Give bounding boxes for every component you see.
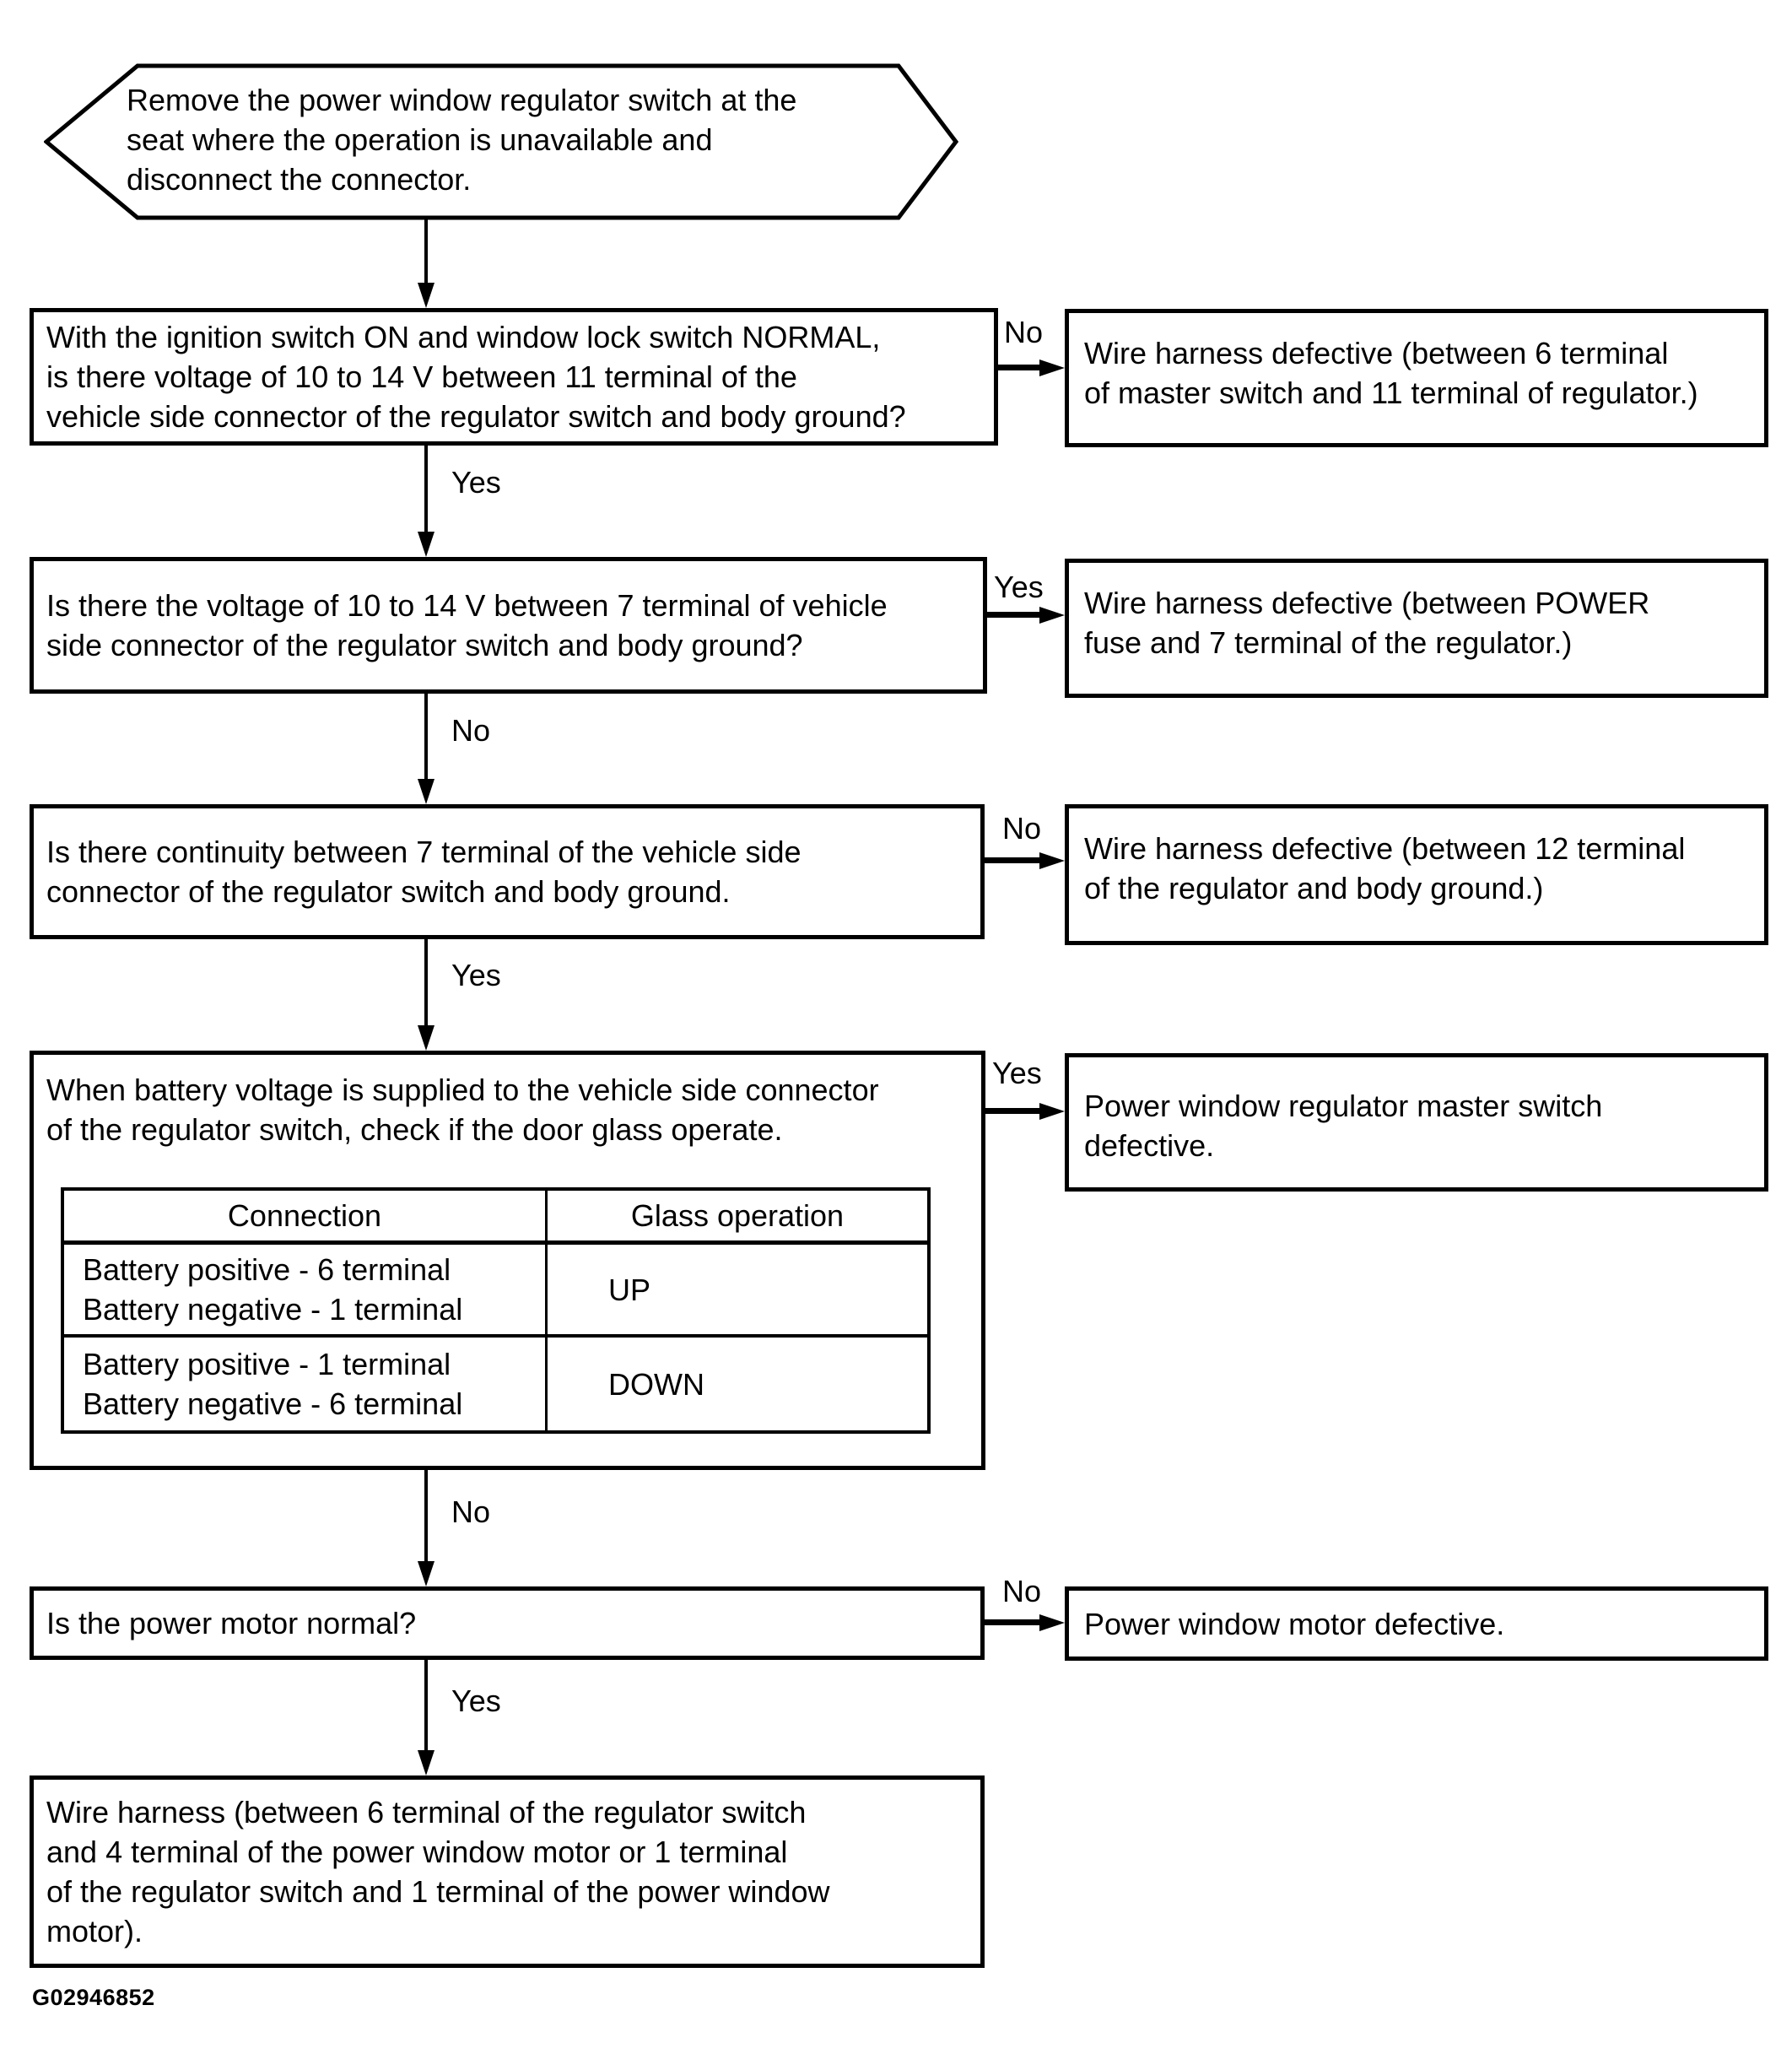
question-3-line: connector of the regulator switch and bo… <box>46 874 731 909</box>
figure-code: G02946852 <box>32 1985 155 2010</box>
question-box-4: When battery voltage is supplied to the … <box>30 1051 985 1470</box>
question-1-line: With the ignition switch ON and window l… <box>46 320 881 354</box>
table-cell-connection-row-2: Battery positive - 1 terminal Battery ne… <box>64 1338 548 1430</box>
start-text: Remove the power window regulator switch… <box>127 80 796 199</box>
connector-q4-to-q5 <box>424 1470 428 1565</box>
connector-q5-to-final <box>424 1660 428 1754</box>
side-label-q3: No <box>1002 811 1042 846</box>
arrowhead-start-to-q1 <box>418 283 435 308</box>
final-line: motor). <box>46 1914 143 1948</box>
connector-q5-to-r5 <box>985 1619 1039 1625</box>
side-label-q1: No <box>1004 315 1044 349</box>
arrowhead-q3-to-q4 <box>418 1025 435 1051</box>
start-hexagon-shape <box>44 63 959 220</box>
arrowhead-q1-to-q2 <box>418 532 435 557</box>
arrowhead-q1-to-r1 <box>1039 359 1065 376</box>
start-text-line: Remove the power window regulator switch… <box>127 83 797 117</box>
side-label-q5: No <box>1002 1574 1042 1608</box>
arrowhead-q4-to-r4 <box>1039 1103 1065 1120</box>
result-1-line: of master switch and 11 terminal of regu… <box>1084 376 1698 410</box>
down-label-q1: Yes <box>451 465 501 500</box>
result-box-4: Power window regulator master switch def… <box>1065 1053 1768 1192</box>
connector-start-to-q1 <box>424 216 428 286</box>
connection-table: Connection Glass operation Battery posit… <box>61 1187 931 1434</box>
connector-q2-to-q3 <box>424 694 428 782</box>
arrowhead-q2-to-r2 <box>1039 607 1065 624</box>
result-box-5: Power window motor defective. <box>1065 1586 1768 1661</box>
question-2-line: Is there the voltage of 10 to 14 V betwe… <box>46 588 888 623</box>
connection-line: Battery negative - 1 terminal <box>83 1292 463 1327</box>
result-3-line: of the regulator and body ground.) <box>1084 871 1544 905</box>
start-text-line: seat where the operation is unavailable … <box>127 122 713 157</box>
table-header-glass-operation: Glass operation <box>548 1191 927 1245</box>
down-label-q5: Yes <box>451 1684 501 1718</box>
question-1-line: is there voltage of 10 to 14 V between 1… <box>46 359 797 394</box>
connector-q3-to-q4 <box>424 939 428 1029</box>
result-box-1: Wire harness defective (between 6 termin… <box>1065 309 1768 447</box>
question-3-line: Is there continuity between 7 terminal o… <box>46 835 802 869</box>
arrowhead-q5-to-r5 <box>1039 1614 1065 1631</box>
result-5-line: Power window motor defective. <box>1084 1606 1505 1641</box>
question-box-3: Is there continuity between 7 terminal o… <box>30 804 985 939</box>
connection-line: Battery positive - 6 terminal <box>83 1252 451 1287</box>
down-label-q3: Yes <box>451 958 501 992</box>
final-line: of the regulator switch and 1 terminal o… <box>46 1874 830 1909</box>
side-label-q4: Yes <box>992 1056 1042 1090</box>
table-cell-operation-row-2: DOWN <box>608 1366 704 1402</box>
question-1-line: vehicle side connector of the regulator … <box>46 399 906 434</box>
arrowhead-q3-to-r3 <box>1039 852 1065 869</box>
result-2-line: fuse and 7 terminal of the regulator.) <box>1084 625 1573 660</box>
result-box-3: Wire harness defective (between 12 termi… <box>1065 804 1768 945</box>
connection-line: Battery negative - 6 terminal <box>83 1386 463 1421</box>
table-cell-connection-row-1: Battery positive - 6 terminal Battery ne… <box>64 1245 548 1338</box>
question-4-line: When battery voltage is supplied to the … <box>46 1073 879 1107</box>
arrowhead-q5-to-final <box>418 1750 435 1775</box>
table-header-connection: Connection <box>64 1191 548 1245</box>
connector-q3-to-r3 <box>985 857 1039 863</box>
final-box: Wire harness (between 6 terminal of the … <box>30 1775 985 1968</box>
final-line: and 4 terminal of the power window motor… <box>46 1835 788 1869</box>
question-5-line: Is the power motor normal? <box>46 1606 417 1640</box>
side-label-q2: Yes <box>994 570 1044 604</box>
question-box-2: Is there the voltage of 10 to 14 V betwe… <box>30 557 987 694</box>
question-box-1: With the ignition switch ON and window l… <box>30 308 998 446</box>
result-4-line: Power window regulator master switch <box>1084 1089 1603 1123</box>
connector-q2-to-r2 <box>987 612 1039 618</box>
connector-q4-to-r4 <box>985 1108 1039 1114</box>
question-4-line: of the regulator switch, check if the do… <box>46 1112 783 1147</box>
table-cell-operation-row-1: UP <box>548 1245 927 1338</box>
question-2-line: side connector of the regulator switch a… <box>46 628 803 662</box>
down-label-q4: No <box>451 1494 491 1529</box>
connector-q1-to-r1 <box>998 365 1039 370</box>
down-label-q2: No <box>451 713 491 748</box>
result-box-2: Wire harness defective (between POWER fu… <box>1065 559 1768 698</box>
connector-q1-to-q2 <box>424 446 428 535</box>
arrowhead-q2-to-q3 <box>418 779 435 804</box>
result-1-line: Wire harness defective (between 6 termin… <box>1084 336 1669 370</box>
start-text-line: disconnect the connector. <box>127 162 472 197</box>
arrowhead-q4-to-q5 <box>418 1561 435 1586</box>
result-4-line: defective. <box>1084 1128 1215 1163</box>
start-terminator: Remove the power window regulator switch… <box>44 62 960 222</box>
result-3-line: Wire harness defective (between 12 termi… <box>1084 831 1686 866</box>
connection-line: Battery positive - 1 terminal <box>83 1347 451 1381</box>
question-box-5: Is the power motor normal? <box>30 1586 985 1660</box>
final-line: Wire harness (between 6 terminal of the … <box>46 1795 807 1829</box>
result-2-line: Wire harness defective (between POWER <box>1084 586 1650 620</box>
